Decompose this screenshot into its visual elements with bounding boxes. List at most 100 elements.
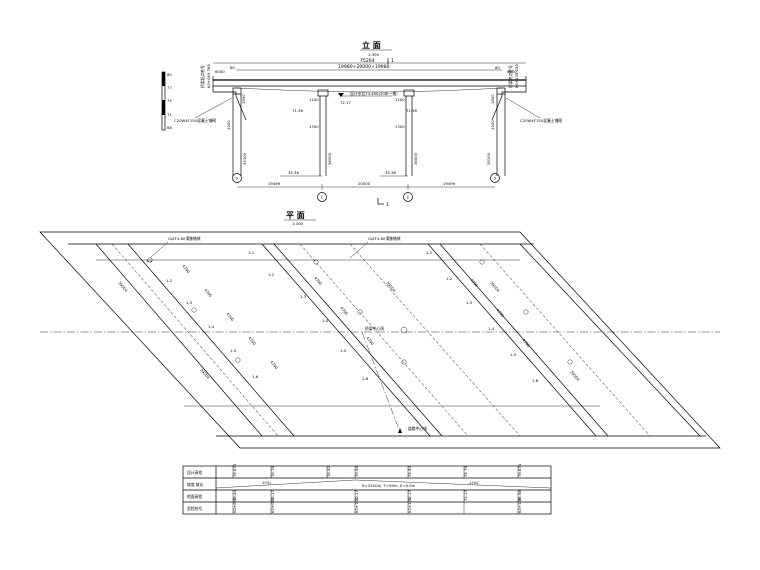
section-mark-bottom: 1 [386, 202, 389, 208]
station: K0+063 [232, 497, 237, 513]
girder-label: 1-3 [466, 300, 473, 305]
pier-line-2 [427, 243, 597, 437]
left-slope-leader [194, 97, 233, 119]
abutment-line-right [519, 243, 701, 437]
axis-bubble-3 [490, 173, 500, 183]
girder-dim: 4700 [181, 263, 191, 274]
pile-length: 36000 [327, 152, 332, 165]
axis-bubble-1 [317, 192, 327, 202]
girder-label: 1-5 [230, 348, 237, 353]
pile-length: 35100 [486, 152, 491, 165]
station: K0+101 [354, 497, 359, 513]
elevation-title: 立 面 [362, 40, 381, 50]
scale-tick: 80 [167, 72, 172, 77]
end-left-dim: 6000 [215, 69, 225, 74]
grade-right: -1(%) [468, 480, 479, 485]
pier-1: 1100 1300 36000 [309, 89, 332, 176]
section-mark-top: 1 [391, 58, 394, 64]
road-outline [39, 231, 721, 449]
pile-length: 36000 [413, 152, 418, 165]
bottom-span: 19499 [443, 181, 456, 186]
bottom-elev-left: 35.36 [288, 170, 299, 175]
girder-label: 1-5 [340, 348, 347, 353]
design-elev: 76.92 [326, 466, 331, 477]
bearing-line [299, 243, 469, 437]
girder-group-span2: 1-1 1-2 1-3 1-4 1-5 1-6 4700 4700 4700 [248, 250, 376, 381]
girder-label: 1-4 [488, 326, 495, 331]
pier-2: 1100 1300 36000 [395, 89, 418, 176]
girder-dim: 4700 [313, 275, 323, 286]
pier-dim: 1100 [309, 97, 319, 102]
ground-elev: 72.17 [354, 490, 359, 501]
girder-label: 1-6 [532, 378, 539, 383]
grade-left: 1(%) [262, 480, 272, 485]
diag-dim: 39204 [117, 280, 129, 293]
plan-title: 平 面 [286, 211, 305, 220]
pier-0: 1800 1300 35100 [226, 87, 247, 176]
station: K0+139 [517, 497, 522, 513]
bearing-line [349, 243, 521, 437]
road-centerline-label: 道路中心线 [408, 426, 427, 431]
bottom-span: 20000 [358, 181, 371, 186]
ground-elev: 75.96 [517, 490, 522, 501]
scale-tick: 74 [167, 98, 172, 103]
plan-scale: 1:300 [292, 221, 304, 226]
girder-label: 1-4 [208, 324, 215, 329]
station: K0+083 [270, 497, 275, 513]
station: K0+121 [407, 497, 412, 513]
joint-left: 80 [230, 65, 235, 70]
girder-dim: 4700 [339, 305, 349, 316]
level-a: 72.17 [340, 100, 351, 105]
profile-table: 设计高程 坡度 坡长 地面高程 里程桩号 76.671 76.76 76.92 … [182, 463, 552, 515]
axis-bubble-2 [403, 192, 413, 202]
right-abutment-note: C20W4F150混凝土铺砌 [520, 118, 562, 123]
girder-group-span1: 1-1 1-2 1-3 1-4 1-5 1-6 4700 4700 4700 4… [146, 258, 280, 379]
centerline-arrow [398, 428, 402, 433]
girder-dim: 4700 [469, 277, 479, 288]
bearing-line [111, 243, 279, 437]
bearing-line [479, 243, 651, 437]
design-elev: 76.76 [463, 466, 468, 477]
diag-dim: 39204 [569, 369, 581, 382]
abutment-line-left [95, 243, 263, 437]
design-elev: 76.76 [270, 466, 275, 477]
axis-bubble-0 [232, 173, 242, 183]
pier-3: 1800 1300 35100 [486, 87, 506, 176]
design-elev: 76.94 [354, 466, 359, 477]
pier-dim: 1300 [395, 124, 405, 129]
right-station-value: K0+139.033 [514, 64, 519, 88]
joint-right: 80 [495, 65, 500, 70]
girder-dim: 4700 [203, 287, 213, 298]
total-length: 75264 [360, 58, 375, 64]
water-level-text: 设计水位74.450(20年一遇) [350, 91, 398, 96]
pier-line-1b [273, 243, 443, 437]
ground-elev: 72.17 [407, 490, 412, 501]
design-elev: 76.671 [232, 463, 237, 477]
svg-text:0: 0 [236, 176, 239, 181]
left-station-value: K0+063.769 [206, 64, 211, 88]
girder-dim: 4700 [247, 335, 257, 346]
girder-dim: 4700 [521, 337, 531, 348]
axis-bubbles: 0 1 2 3 [232, 173, 500, 202]
pier-line-1 [261, 243, 431, 437]
row-header: 地面高程 [187, 494, 202, 499]
pier-dim: 1300 [490, 120, 495, 130]
right-slope-leader [505, 97, 541, 119]
girder-label: 1-4 [322, 318, 329, 323]
girder-dim: 4700 [365, 335, 375, 346]
diag-dim: 39204 [385, 280, 397, 293]
ground-elev: 75.44 [232, 490, 237, 501]
bridge-centerline [361, 331, 401, 433]
girder-dim: 4700 [495, 307, 505, 318]
pier-dim: 1800 [490, 94, 495, 104]
bearing-label-right: GJZF4-60滑移铺装 [368, 236, 401, 241]
girder-dim: 4700 [269, 359, 279, 370]
girder-label: 1-1 [426, 250, 433, 255]
right-station-label: 桥梁终点桩号 [508, 65, 513, 88]
scale-tick: 77 [167, 85, 172, 90]
bottom-elev-right: 35.36 [385, 170, 396, 175]
level-b: 71.36 [292, 108, 303, 113]
elevation-view: 立 面 1:300 75264 19980+20000+19980 6000 6… [161, 40, 562, 208]
abutment-line-left-inner [127, 243, 295, 437]
